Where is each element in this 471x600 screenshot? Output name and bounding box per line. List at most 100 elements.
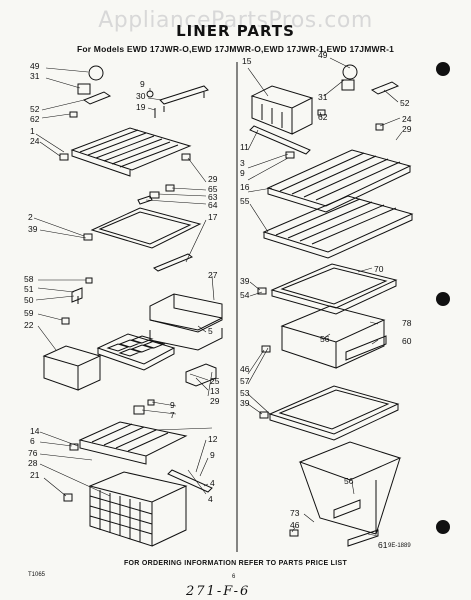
egg-tray (96, 333, 176, 371)
bin-handle (185, 363, 217, 387)
figure-code: 9E-1889 (388, 543, 411, 549)
callout-39-left: 39 (28, 224, 38, 234)
callout-56-lower: 56 (344, 476, 354, 486)
door-bin-27 (149, 293, 223, 351)
callout-61: 61 (378, 540, 388, 550)
callout-15: 15 (242, 56, 252, 66)
callout-62-left: 62 (30, 114, 40, 124)
binder-hole-middle (436, 292, 450, 306)
callout-7: 7 (170, 410, 175, 420)
shelf-bracket (159, 85, 209, 112)
callout-59: 59 (24, 308, 34, 318)
callout-52-left: 52 (30, 104, 40, 114)
callout-29-right: 29 (402, 124, 412, 134)
crisper-drawer-upper (280, 305, 387, 369)
glass-shelf-left (83, 207, 202, 249)
dairy-bin (250, 85, 314, 135)
callout-46-lower: 46 (290, 520, 300, 530)
callout-73: 73 (290, 508, 300, 518)
page-title: LINER PARTS (176, 22, 295, 40)
callout-19: 19 (136, 102, 146, 112)
wire-basket (88, 471, 188, 547)
callout-58: 58 (24, 274, 34, 284)
callout-25: 25 (210, 376, 220, 386)
callouts-right: 15 49 31 52 62 24 29 11 3 9 16 55 39 54 … (240, 50, 412, 550)
callout-56-upper: 56 (320, 334, 330, 344)
callout-17: 17 (208, 212, 218, 222)
callout-4-upper: 4 (210, 478, 215, 488)
light-bulb-right (342, 64, 358, 80)
lamp-shield (82, 91, 112, 105)
callout-9-right: 9 (240, 168, 245, 178)
callout-4-lower: 4 (208, 494, 213, 504)
callout-11: 11 (240, 142, 249, 152)
callout-60: 60 (402, 336, 412, 346)
callout-49-right: 49 (318, 50, 328, 60)
left-column-drawings (42, 65, 223, 547)
callout-51: 51 (24, 284, 34, 294)
callout-49-left: 49 (30, 61, 40, 71)
callout-65: 65 (208, 184, 218, 194)
callout-27: 27 (208, 270, 218, 280)
callout-12: 12 (208, 434, 218, 444)
callout-29-lower: 29 (210, 396, 220, 406)
callout-5: 5 (208, 326, 213, 336)
callout-28: 28 (28, 458, 38, 468)
binder-hole-bottom (436, 520, 450, 534)
handwritten-note: 271-F-6 (186, 584, 251, 599)
callout-9-left: 9 (140, 79, 145, 89)
lamp-shield-right (370, 81, 400, 95)
light-bulb (88, 65, 104, 81)
model-list: For Models EWD 17JWR-O,EWD 17JMWR-O,EWD … (76, 44, 395, 54)
light-socket (77, 83, 91, 95)
storage-tray-22 (42, 345, 102, 391)
callout-54: 54 (240, 290, 250, 300)
callout-9-trim: 9 (210, 450, 215, 460)
callout-1: 1 (30, 126, 35, 136)
callout-39-right-upper: 39 (240, 276, 250, 286)
callout-55: 55 (240, 196, 250, 206)
wire-shelf-middle-right (262, 195, 414, 259)
callout-46-upper: 46 (240, 364, 250, 374)
callout-78: 78 (402, 318, 412, 328)
callout-6: 6 (30, 436, 35, 446)
ordering-note: FOR ORDERING INFORMATION REFER TO PARTS … (123, 560, 348, 567)
callout-13: 13 (210, 386, 220, 396)
glass-shelf-right (270, 263, 398, 315)
wire-shelf-lower-left (69, 421, 188, 465)
callout-3: 3 (240, 158, 245, 168)
callout-31-left: 31 (30, 71, 40, 81)
callout-50: 50 (24, 295, 34, 305)
callouts-left: 49 31 9 30 19 52 62 1 24 29 65 63 64 17 … (24, 61, 220, 504)
clip (69, 111, 78, 118)
right-column-drawings (249, 64, 414, 547)
callout-31-right: 31 (318, 92, 328, 102)
callout-9-lower: 9 (170, 400, 175, 410)
callout-24-left: 24 (30, 136, 40, 146)
callout-29-left: 29 (208, 174, 218, 184)
shelf-rail (249, 125, 311, 155)
shelf-trim (167, 469, 213, 493)
callout-16: 16 (240, 182, 250, 192)
callout-57: 57 (240, 376, 250, 386)
leader-lines (33, 57, 403, 537)
wire-shelf-upper-right (266, 149, 412, 213)
callout-70: 70 (374, 264, 384, 274)
callout-64: 64 (208, 200, 218, 210)
callout-22: 22 (24, 320, 34, 330)
wire-shelf-upper-left (59, 127, 192, 177)
callout-63: 63 (208, 192, 218, 202)
callout-24-right: 24 (402, 114, 412, 124)
callout-53: 53 (240, 388, 250, 398)
crisper-drawer-lower (298, 441, 402, 547)
callout-14: 14 (30, 426, 40, 436)
page-number: 6 (232, 574, 236, 580)
callout-2: 2 (28, 212, 33, 222)
watermark: AppliancePartsPros.com (98, 8, 373, 33)
callout-52-right: 52 (400, 98, 410, 108)
callout-39-right-lower: 39 (240, 398, 250, 408)
glass-shelf-lower-right (268, 385, 400, 441)
document-code: T1065 (28, 572, 46, 578)
callout-21: 21 (30, 470, 40, 480)
